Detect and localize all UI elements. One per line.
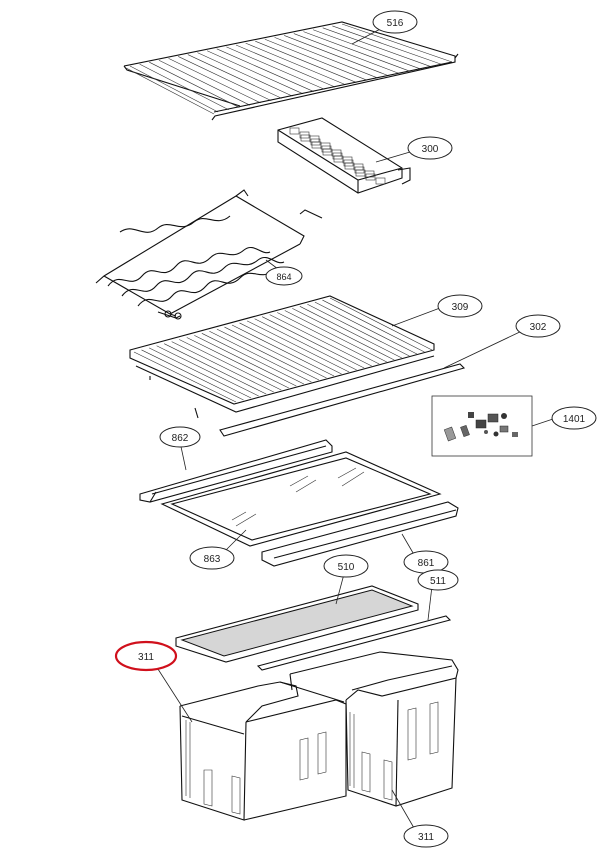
callout-511[interactable]: 511: [417, 569, 459, 591]
callout-864-label: 864: [276, 272, 291, 282]
crisper-cover-510[interactable]: [175, 585, 419, 663]
front-trim-862[interactable]: [139, 439, 333, 503]
crisper-trim-511[interactable]: [256, 615, 452, 671]
callout-862-label: 862: [172, 433, 189, 444]
callout-311-label-bottom: 311: [418, 832, 434, 843]
callout-516-label: 516: [387, 18, 404, 29]
trim-strip-302[interactable]: [219, 363, 466, 437]
callout-862[interactable]: 862: [159, 426, 201, 448]
callout-510[interactable]: 510: [323, 554, 369, 578]
callout-1401-label: 1401: [563, 414, 586, 425]
callout-1401[interactable]: 1401: [551, 406, 597, 430]
wire-shelf-309[interactable]: [129, 295, 435, 419]
callout-864[interactable]: 864: [265, 266, 303, 286]
callout-861-label: 861: [418, 558, 435, 569]
callout-863-label: 863: [204, 554, 221, 565]
callout-311-label-top: 311: [138, 652, 154, 663]
wire-shelf-516[interactable]: [123, 21, 459, 121]
crisper-drawer-311-left[interactable]: [179, 681, 347, 821]
callout-311-highlighted[interactable]: 311: [114, 640, 178, 672]
crisper-drawer-311-right[interactable]: [289, 651, 459, 807]
callout-510-label: 510: [338, 562, 355, 573]
small-parts-box-1401[interactable]: [431, 395, 533, 457]
callout-300[interactable]: 300: [407, 136, 453, 160]
glass-shelf-863[interactable]: [160, 451, 442, 547]
callout-300-label: 300: [422, 144, 439, 155]
callout-309[interactable]: 309: [437, 294, 483, 318]
callout-309-label: 309: [452, 302, 469, 313]
callout-311-bottom[interactable]: 311: [403, 824, 449, 848]
callout-863[interactable]: 863: [189, 546, 235, 570]
callout-302-label: 302: [530, 322, 547, 333]
callout-511-label: 511: [430, 576, 446, 587]
rear-trim-861[interactable]: [261, 501, 459, 567]
bottle-rack-864[interactable]: [95, 189, 323, 320]
callout-302[interactable]: 302: [515, 314, 561, 338]
callout-516[interactable]: 516: [372, 10, 418, 34]
ice-tray-300[interactable]: [277, 117, 411, 194]
